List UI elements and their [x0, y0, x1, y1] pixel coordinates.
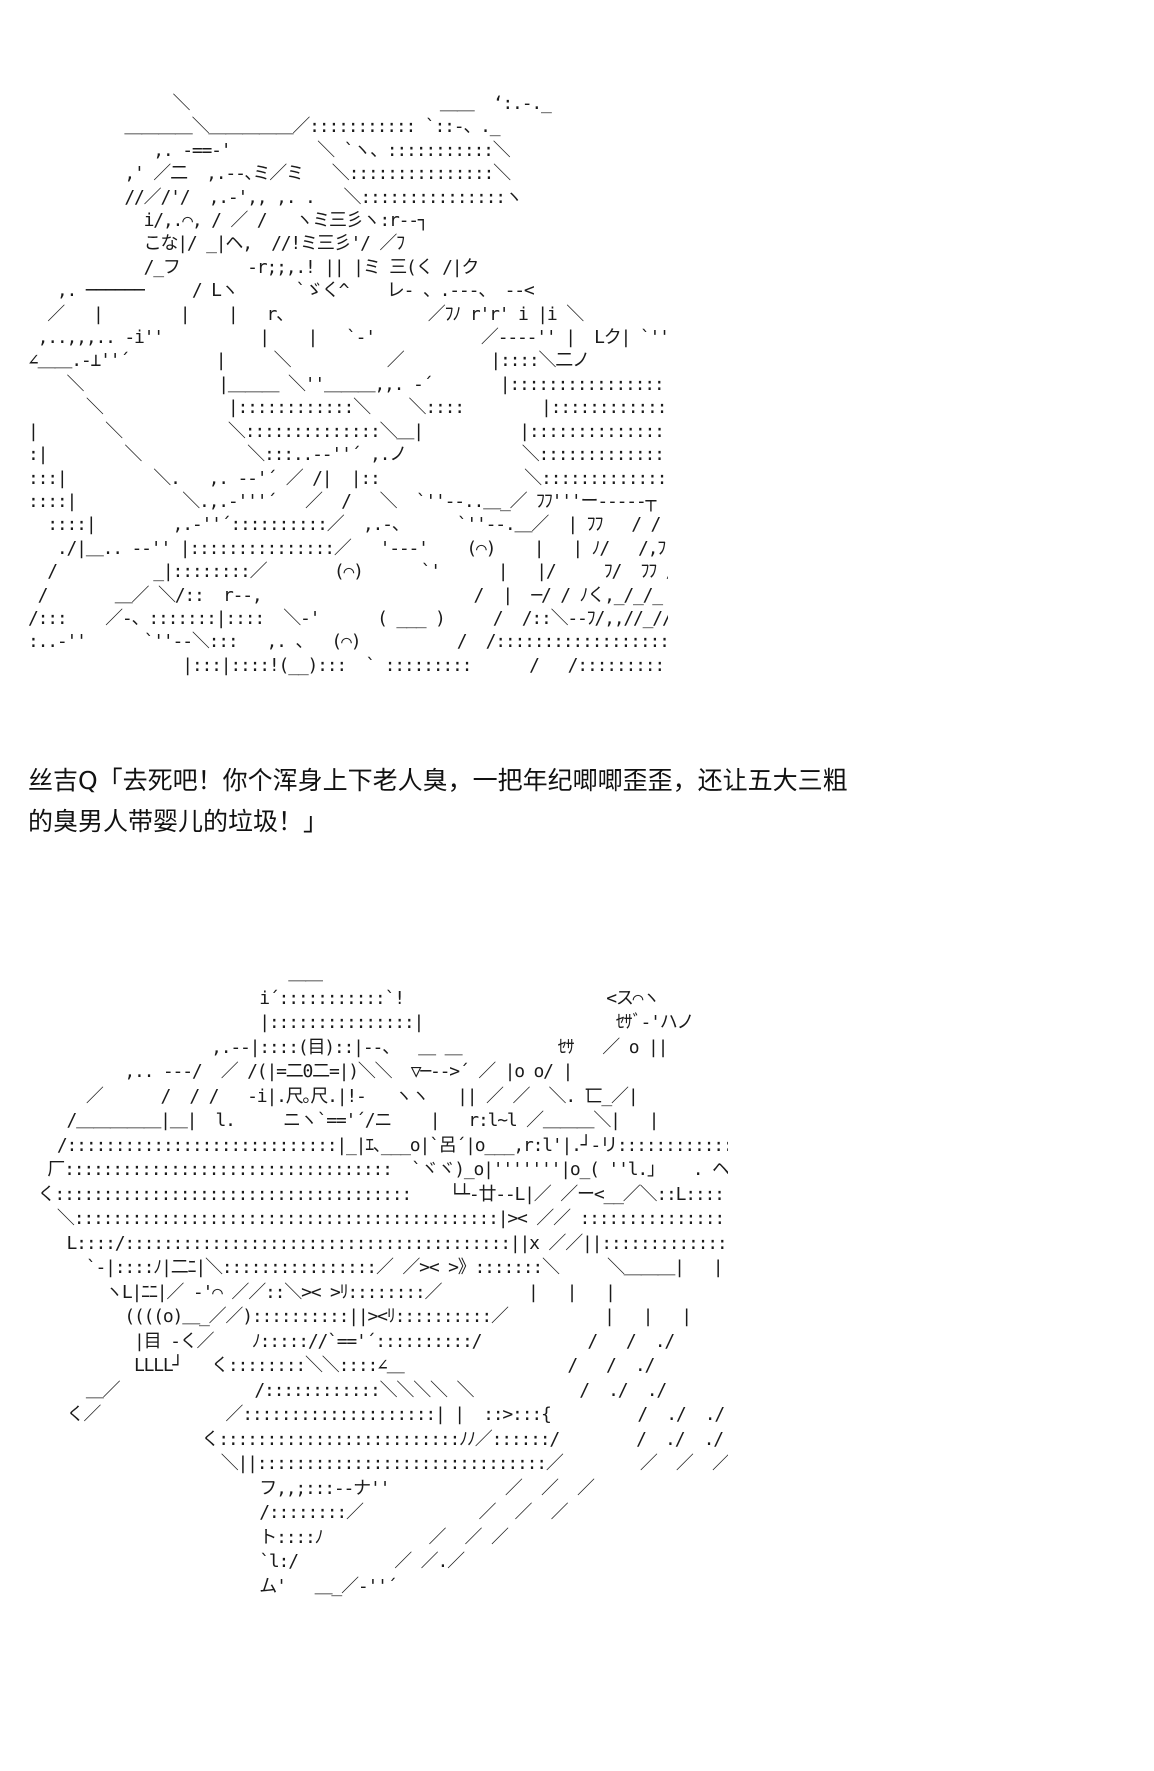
dialogue-caption: 丝吉Q「去死吧！你个浑身上下老人臭，一把年纪唧唧歪歪，还让五大三粗 的臭男人带婴…: [28, 760, 1108, 842]
ascii-art-lower-line: L::::/::::::::::::::::::::::::::::::::::…: [66, 1232, 728, 1254]
ascii-art-upper-line: ::::| ,.-''´::::::::::／ ,.-、 `''--.＿／ | …: [28, 514, 668, 536]
ascii-art-lower-line: /::::::::::::::::::::::::::::|_|ｴ､___o|`…: [56, 1134, 728, 1156]
ascii-art-lower-line: LLLL┘ く::::::::＼＼::::∠＿ / / ./: [28, 1355, 655, 1376]
ascii-art-lower-line: |:::::::::::::::| ｾｻﾞ-'ハノ: [28, 1012, 694, 1033]
ascii-art-lower-line: 厂:::::::::::::::::::::::::::::::::: `ヾヾ)…: [47, 1159, 728, 1180]
ascii-art-upper-line: / ＿／ ＼/:: r‐-, / | ─/ / ﾉく,_/_/_: [28, 584, 664, 606]
ascii-art-lower-line: `l:/ ／ ／.／: [28, 1551, 465, 1572]
ascii-art-lower-line: ヽL|ﾆﾆ|／ -'⌒ ／／::＼>< >ﾘ::::::::／ | | |: [28, 1281, 616, 1303]
ascii-art-lower-line: |目 -く／ ﾉ::::://`=='´::::::::::/ / / ./: [28, 1330, 675, 1352]
ascii-art-upper-line: |:::|::::!(__)::: ` ::::::::: / /:::::::…: [182, 654, 668, 676]
ascii-art-lower-line: i´:::::::::::`! <ス⌒ヽ: [28, 987, 660, 1009]
ascii-art-upper-line: ,. ────── / Lヽ `ゞく^ レ- 、.---、 -‐<: [28, 280, 535, 302]
ascii-art-lower-line: く::::::::::::::::::::::::::::::::::::: └…: [28, 1183, 728, 1205]
ascii-art-upper-line: /_フ -r;;,.! || |ミ 三(く /|ク: [28, 256, 480, 278]
ascii-art-lower-line: く／ ／::::::::::::::::::::| | ::>:::{ / ./…: [28, 1404, 726, 1425]
ascii-art-lower-line: ,.. -‐‐/ ／ /(|=二0二=|)＼＼ ▽─-‐>´ ／ |o o/ |: [28, 1061, 573, 1082]
ascii-art-lower-line: く:::::::::::::::::::::::::ﾉﾉ／::::::/ / .…: [28, 1428, 724, 1450]
ascii-art-upper-line: //／/'/ ,.-',, ,. . ＼:::::::::::::::ヽ: [28, 186, 523, 208]
ascii-art-lower-line: `-|::::ﾉ|二ﾆ|＼::::::::::::::::／ ／>< >》:::…: [28, 1257, 728, 1278]
ascii-art-upper-line: ＿＿＿＿＼＿＿＿＿＿／::::::::::: `::-、._: [28, 116, 500, 138]
ascii-art-upper-line: ,. -==‐' ＼ `ヽ、:::::::::::＼: [28, 139, 511, 161]
ascii-art-upper-line: ∠＿＿.-⊥''´ | ＼ ／ |::::＼二ノ: [28, 350, 590, 372]
ascii-art-upper-line: ./|＿.. -‐'' |:::::::::::::::／ '---' (⌒) …: [28, 537, 668, 559]
ascii-art-upper-line: ,..,,,.. -i'' | | `-' ／---‐'' | Lク| `'': [28, 327, 668, 349]
caption-line-2: 的臭男人带婴儿的垃圾！」: [28, 807, 329, 836]
ascii-art-upper-line: こな|/ _|ヘ, //!ミ三彡'/ ／ﾌ: [28, 233, 406, 255]
ascii-art-lower-line: ＿＿: [28, 963, 611, 984]
ascii-art-lower-line: /＿＿＿＿＿|＿| l. ニヽ`=='´/ニ | r:l~l ／＿＿＿＼| |: [28, 1110, 660, 1131]
ascii-art-lower-line: ／ / / / -i|.尺｡尺.|!- ヽヽ || ／ ／ ＼. 匸_／|: [28, 1085, 639, 1107]
ascii-art-upper-line: | ＼ ＼::::::::::::::＼＿| |::::::::::::::::…: [28, 420, 668, 442]
ascii-art-upper-line: i/,.⌒, / ／ / ヽミ三彡ヽ:r--┐: [28, 210, 429, 232]
ascii-art-upper: ＼ ＿＿ ‘:.-._ ＿＿＿＿＼＿＿＿＿＿／::::::::::: `::-、…: [28, 92, 668, 742]
ascii-art-lower-line: /::::::::／ ／ ／ ／: [28, 1502, 568, 1523]
ascii-art-lower-line: ,.--|::::(目)::|--、 ＿ ＿ ｾｻ ／ o ||: [28, 1036, 668, 1058]
ascii-art-lower-line: ＼||::::::::::::::::::::::::::::::／ ／ ／ ／: [28, 1453, 728, 1474]
ascii-art-lower-line: ム' ＿_／-''´: [28, 1575, 397, 1597]
ascii-art-upper-line: ＼ ＿＿ ‘:.-._: [28, 93, 552, 114]
ascii-art-upper-line: /::: ／-、:::::::|:::: ＼-' ( ___ ) / /::＼‐…: [28, 607, 668, 629]
ascii-art-upper-line: / _|::::::::／ (⌒) `' | |/ ﾌ/ ﾌﾌ / /: [28, 561, 668, 583]
caption-line-1: 丝吉Q「去死吧！你个浑身上下老人臭，一把年纪唧唧歪歪，还让五大三粗: [28, 766, 848, 795]
ascii-art-upper-line: ／ | | | r、 ／ﾌﾉ r'r' i |i ＼: [28, 303, 584, 325]
ascii-art-lower-line: ＿／ /::::::::::::＼＼＼＼ ＼ / ./ ./: [28, 1379, 667, 1401]
ascii-art-upper-line: ,' ／二 ,.--､ミ／ミ ＼:::::::::::::::＼: [28, 163, 511, 185]
ascii-art-upper-line: :| ＼ ＼:::..--''´ ,.ノ ＼::::::::::::::::::…: [28, 444, 668, 466]
ascii-art-lower-line: ((((o)＿_／／)::::::::::||><ﾘ::::::::::／ | …: [28, 1306, 692, 1327]
ascii-art-upper-line: ::::| ＼.,.-'''´ ／ / ＼ `''--..＿_／ ﾌﾌ'''ー‐…: [28, 490, 656, 512]
ascii-art-lower-line: ＼:::::::::::::::::::::::::::::::::::::::…: [56, 1208, 728, 1229]
ascii-art-lower-line: ト::::ﾉ ／ ／ ／: [28, 1526, 509, 1548]
ascii-art-upper-line: ＼ |::::::::::::＼ ＼:::: |::::::::::::::::…: [28, 397, 668, 419]
ascii-art-upper-line: ＼ |＿＿＿ ＼''＿＿＿,,. -´ |::::::::::::::::|: [28, 373, 668, 395]
ascii-art-lower: ＿＿ i´:::::::::::`! <ス⌒ヽ |:::::::::::::::…: [28, 962, 728, 1682]
ascii-art-upper-line: :::| ＼. ,. -‐'´ ／ /| |:: ＼::::::::::::::…: [28, 467, 668, 489]
ascii-art-lower-line: フ,,;:::--ナ'' ／ ／ ／: [28, 1477, 595, 1499]
ascii-art-upper-line: :..-'' `''‐-＼::: ,. 、 (⌒) / /:::::::::::…: [28, 631, 668, 653]
